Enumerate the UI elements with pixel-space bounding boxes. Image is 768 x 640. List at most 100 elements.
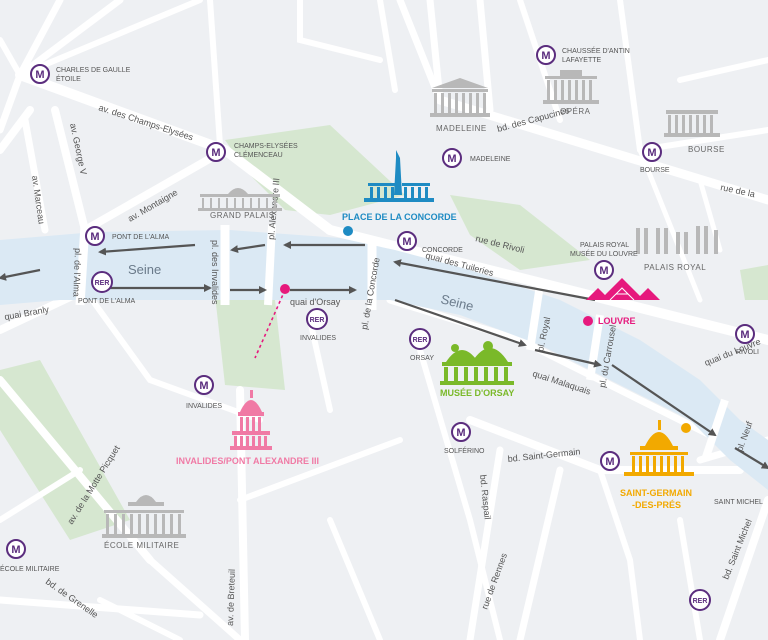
bourse-label: BOURSE (688, 145, 725, 154)
river-shape (0, 230, 768, 490)
walking-path (254, 289, 286, 359)
louvre-label: LOUVRE (598, 316, 636, 326)
metro-icon (735, 324, 755, 344)
metro-icon (85, 226, 105, 246)
rer-station[interactable]: RER INVALIDES (300, 308, 336, 342)
monuments: MADELEINE OPÉRA BOURSE GRAND (102, 70, 725, 550)
metro-icon (194, 375, 214, 395)
grand-palais-icon (198, 188, 282, 211)
metro-icon (600, 451, 620, 471)
metro-station[interactable]: M PONT DE L'ALMA (85, 226, 170, 246)
metro-letter: M (740, 329, 749, 341)
metro-icon (397, 231, 417, 251)
metro-station[interactable]: M RIVOLI (735, 324, 759, 356)
station-label: INVALIDES (300, 335, 336, 342)
palais-royal-icon (636, 226, 718, 254)
metro-station[interactable]: M SAINT MICHEL (600, 451, 763, 506)
park-tuileries (450, 195, 590, 270)
station-label: ÉTOILE (56, 74, 81, 83)
metro-station[interactable]: M CONCORDE (397, 231, 463, 254)
saint-germain-marker (681, 423, 691, 433)
opera-icon (543, 70, 599, 104)
opera-label: OPÉRA (560, 107, 591, 116)
grand-palais-label: GRAND PALAIS (210, 211, 275, 220)
metro-letter: M (90, 231, 99, 243)
rer-icon (91, 271, 113, 293)
metro-letter: M (541, 50, 550, 62)
station-label: PONT DE L'ALMA (78, 298, 136, 305)
station-label: LAFAYETTE (562, 57, 601, 64)
rer-icon (409, 328, 431, 350)
park-east (740, 265, 768, 300)
metro-icon (642, 142, 662, 162)
metro-station[interactable]: M PALAIS ROYAL MUSÉE DU LOUVRE (570, 242, 638, 280)
station-label: ORSAY (410, 355, 434, 362)
rer-station[interactable]: RER PONT DE L'ALMA (78, 271, 136, 305)
metro-letter: M (211, 147, 220, 159)
rer-station[interactable]: RER (689, 589, 711, 611)
metro-station[interactable]: M MADELEINE (442, 148, 511, 168)
metro-icon (30, 64, 50, 84)
metro-station[interactable]: M BOURSE (640, 142, 670, 174)
madeleine-icon (430, 78, 490, 117)
metro-letter: M (447, 153, 456, 165)
metro-station[interactable]: M CHARLES DE GAULLE ÉTOILE (30, 64, 131, 84)
invalides-label: INVALIDES/PONT ALEXANDRE III (176, 456, 319, 466)
bourse-icon (664, 110, 720, 137)
rer-station[interactable]: RER ORSAY (409, 328, 434, 362)
metro-letter: M (599, 265, 608, 277)
metro-letter: M (11, 544, 20, 556)
metro-letter: M (605, 456, 614, 468)
concorde-marker (343, 226, 353, 236)
metro-letter: M (402, 236, 411, 248)
station-label: CHAMPS-ELYSÉES (234, 141, 298, 150)
saint-germain-label-2: -DES-PRÉS (632, 500, 681, 510)
rer-text: RER (310, 317, 325, 324)
louvre-pyramid-lines (609, 287, 635, 301)
station-label: CHARLES DE GAULLE (56, 67, 131, 74)
louvre-pyramid-icon (586, 278, 660, 300)
street-breteuil: av. de Breteuil (225, 569, 237, 626)
metro-icon (536, 45, 556, 65)
rer-icon (689, 589, 711, 611)
station-label: PALAIS ROYAL (580, 242, 629, 249)
metro-letter: M (647, 147, 656, 159)
metro-station[interactable]: M ÉCOLE MILITAIRE (0, 539, 60, 573)
marker-alexandre (280, 284, 290, 294)
metro-letter: M (456, 427, 465, 439)
station-label: CHAUSSÉE D'ANTIN (562, 46, 630, 55)
metro-icon (442, 148, 462, 168)
saint-germain-dome-icon (624, 420, 694, 476)
palais-royal-label: PALAIS ROYAL (644, 263, 706, 272)
station-label: SOLFÉRINO (444, 446, 485, 455)
orsay-label: MUSÉE D'ORSAY (440, 388, 514, 398)
concorde-label: PLACE DE LA CONCORDE (342, 212, 457, 222)
park-champs-elysees (225, 125, 405, 215)
ecole-militaire-label: ÉCOLE MILITAIRE (104, 541, 179, 550)
ecole-militaire-icon (102, 495, 186, 538)
rer-icon (306, 308, 328, 330)
metro-icon (594, 260, 614, 280)
river-label-1: Seine (128, 262, 161, 277)
metro-letter: M (199, 380, 208, 392)
invalides-dome-icon (230, 390, 272, 450)
metro-station[interactable]: M CHAMPS-ELYSÉES CLÉMENCEAU (206, 141, 298, 162)
station-label: SAINT MICHEL (714, 499, 763, 506)
station-label: MADELEINE (470, 156, 511, 163)
station-label: BOURSE (640, 167, 670, 174)
street-raspail: bd. Raspail (478, 474, 493, 520)
rer-text: RER (413, 337, 428, 344)
metro-station[interactable]: M INVALIDES (186, 375, 222, 410)
rer-text: RER (95, 280, 110, 287)
rer-stations: RER PONT DE L'ALMA RER INVALIDES RER ORS… (78, 271, 711, 611)
metro-station[interactable]: M SOLFÉRINO (444, 422, 485, 455)
park-esplanade (215, 295, 285, 390)
madeleine-label: MADELEINE (436, 124, 487, 133)
route-arrows (0, 241, 768, 470)
metro-letter: M (35, 69, 44, 81)
metro-station[interactable]: M CHAUSSÉE D'ANTIN LAFAYETTE (536, 45, 630, 65)
metro-stations: M CHARLES DE GAULLE ÉTOILE M CHAUSSÉE D'… (0, 45, 763, 573)
station-label: CLÉMENCEAU (234, 150, 283, 159)
street-invalides-pl: pl. des Invalides (210, 240, 220, 305)
